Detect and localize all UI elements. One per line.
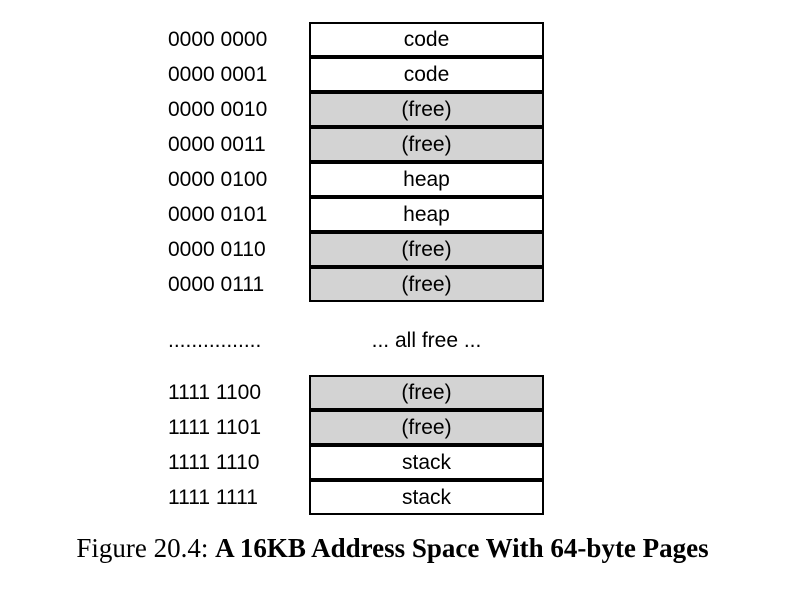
address-label: 1111 1100 [168, 381, 262, 404]
page-cell-free: (free) [309, 267, 544, 302]
page-cell-free: (free) [309, 127, 544, 162]
all-free-label: ... all free ... [371, 329, 482, 352]
address-label: 0000 0110 [168, 238, 266, 261]
address-label: 0000 0001 [168, 63, 268, 86]
address-label: 1111 1111 [168, 486, 258, 509]
page-cell: code [309, 57, 544, 92]
address-label: 0000 0101 [168, 203, 268, 226]
page-cell-free: (free) [309, 410, 544, 445]
page-cell: stack [309, 445, 544, 480]
caption-prefix: Figure 20.4: [76, 533, 209, 563]
page-cell: heap [309, 197, 544, 232]
address-ellipsis: ................ [168, 329, 262, 352]
page-cell: code [309, 22, 544, 57]
page-cell-free: (free) [309, 92, 544, 127]
page-cell: heap [309, 162, 544, 197]
page-cell: stack [309, 480, 544, 515]
address-label: 0000 0111 [168, 273, 265, 296]
address-label: 0000 0100 [168, 168, 268, 191]
address-label: 0000 0010 [168, 98, 268, 121]
page-cell-free: (free) [309, 375, 544, 410]
caption-title: A 16KB Address Space With 64-byte Pages [215, 533, 709, 563]
page-cell-free: (free) [309, 232, 544, 267]
address-label: 0000 0000 [168, 28, 268, 51]
address-label: 1111 1110 [168, 451, 260, 474]
address-label: 0000 0011 [168, 133, 266, 156]
address-label: 1111 1101 [168, 416, 262, 439]
figure-caption: Figure 20.4: A 16KB Address Space With 6… [0, 533, 785, 564]
